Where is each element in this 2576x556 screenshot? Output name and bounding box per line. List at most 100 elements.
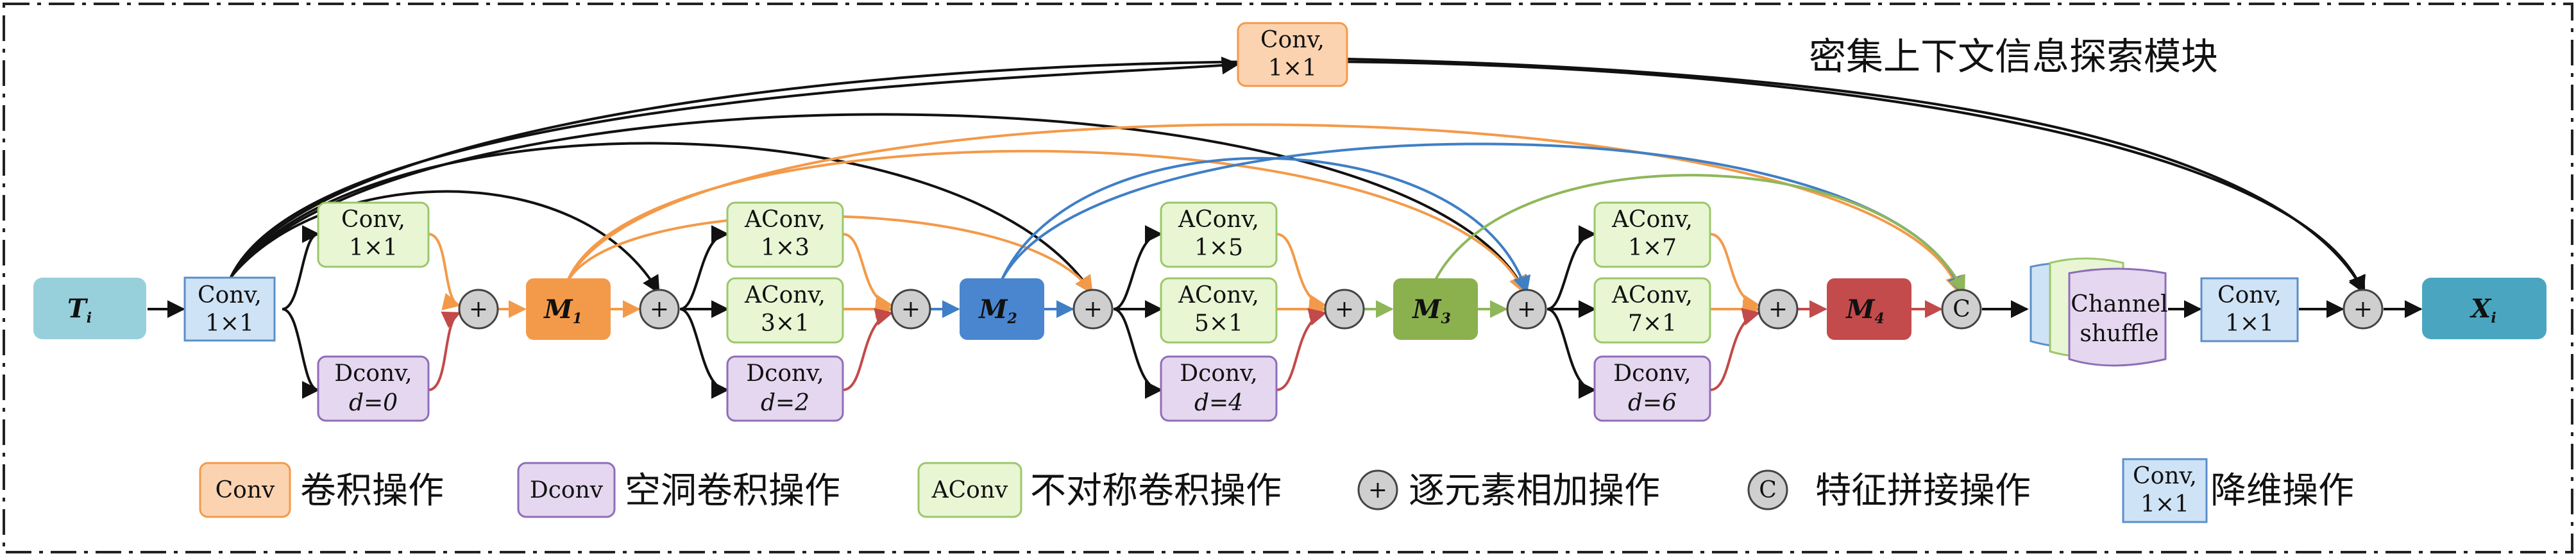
svg-text:Dconv: Dconv xyxy=(530,477,604,503)
legend-aconv-text: 不对称卷积操作 xyxy=(1030,470,1282,512)
m2-to-concat xyxy=(999,142,1965,294)
svg-text:AConv: AConv xyxy=(931,477,1008,503)
dconv-b3-line2: d=4 xyxy=(1194,390,1243,416)
m1-sub: 1 xyxy=(572,310,582,327)
svg-text:M4: M4 xyxy=(1845,294,1885,327)
output-node: Xi xyxy=(2422,278,2546,339)
aconv-b3b-line1: AConv, xyxy=(1178,282,1259,308)
m4-sub: 4 xyxy=(1874,310,1884,327)
plus-nodes: + + + + + + + + xyxy=(458,289,2384,330)
svg-text:Conv,: Conv, xyxy=(2133,463,2197,489)
plus-node-1: + xyxy=(458,289,499,330)
input-node: Ti xyxy=(33,278,146,339)
legend: Conv 卷积操作 Dconv 空洞卷积操作 AConv 不对称卷积操作 + 逐… xyxy=(199,458,2354,523)
module-border xyxy=(3,3,2573,553)
conv-in-box: Conv, 1×1 xyxy=(183,276,276,342)
legend-plus: + 逐元素相加操作 xyxy=(1357,469,1660,512)
legend-conv: Conv 卷积操作 xyxy=(199,462,444,518)
m3-sub: 3 xyxy=(1441,310,1450,327)
legend-plus-text: 逐元素相加操作 xyxy=(1409,470,1660,512)
aconv-b3a-line1: AConv, xyxy=(1178,206,1259,233)
legend-conv-text: 卷积操作 xyxy=(300,470,444,512)
svg-text:+: + xyxy=(1768,296,1788,323)
aconv-b3a-line2: 1×5 xyxy=(1194,235,1243,261)
aconv-b2a-box: AConv, 1×3 xyxy=(726,201,844,268)
dconv-b3-box: Dconv, d=4 xyxy=(1160,355,1278,422)
legend-concat-text: 特征拼接操作 xyxy=(1815,470,2031,512)
svg-text:+: + xyxy=(1083,296,1103,323)
legend-aconv: AConv 不对称卷积操作 xyxy=(917,462,1282,518)
legend-dconv: Dconv 空洞卷积操作 xyxy=(517,462,840,518)
dconv-b2-line1: Dconv, xyxy=(746,360,824,387)
conv-in-line2: 1×1 xyxy=(205,310,254,337)
output-label: X xyxy=(2469,294,2492,324)
svg-text:C: C xyxy=(1759,477,1777,503)
m2-node: M2 xyxy=(960,278,1044,340)
dconv-b1-line2: d=0 xyxy=(349,390,398,416)
dconv-b2-box: Dconv, d=2 xyxy=(726,355,844,422)
svg-text:+: + xyxy=(469,296,488,323)
top-conv-branch xyxy=(230,56,2366,294)
conv-b1-line2: 1×1 xyxy=(349,235,398,261)
shuffle-line2: shuffle xyxy=(2080,321,2158,347)
concat-label: C xyxy=(1953,296,1970,323)
dconv-b4-box: Dconv, d=6 xyxy=(1593,355,1711,422)
conv-b1-box: Conv, 1×1 xyxy=(317,201,430,268)
conv-out-box: Conv, 1×1 xyxy=(2200,277,2299,342)
conv-out-line2: 1×1 xyxy=(2225,310,2274,337)
svg-text:1×1: 1×1 xyxy=(2140,491,2189,518)
dconv-b4-line1: Dconv, xyxy=(1613,360,1691,387)
aconv-b4a-line2: 1×7 xyxy=(1628,235,1677,261)
conv-top-line1: Conv, xyxy=(1260,27,1325,53)
m1-to-concat xyxy=(566,123,1963,294)
m3-node: M3 xyxy=(1393,278,1478,340)
aconv-b4a-box: AConv, 1×7 xyxy=(1593,201,1711,268)
aconv-b3b-line2: 5×1 xyxy=(1194,310,1243,337)
svg-text:+: + xyxy=(1335,296,1354,323)
dconv-b4-line2: d=6 xyxy=(1628,390,1677,416)
output-sub: i xyxy=(2491,310,2496,326)
legend-dconv-text: 空洞卷积操作 xyxy=(625,470,840,512)
conv-b1-line1: Conv, xyxy=(341,206,405,233)
m3-to-concat xyxy=(1433,174,1965,294)
concat-node: C xyxy=(1941,289,1982,330)
svg-text:+: + xyxy=(650,296,669,323)
svg-text:M1: M1 xyxy=(543,294,582,327)
plus-node-7: + xyxy=(1758,289,1799,330)
aconv-b3b-box: AConv, 5×1 xyxy=(1160,277,1278,344)
branch-arrows xyxy=(282,225,1761,399)
skip-to-plus4 xyxy=(230,113,1527,294)
skip-to-plus2 xyxy=(230,190,660,294)
m1-label: M xyxy=(543,294,573,324)
dconv-b3-line1: Dconv, xyxy=(1180,360,1257,387)
channel-shuffle-node: Channel shuffle xyxy=(2029,257,2168,367)
plus-node-3: + xyxy=(890,289,931,330)
aconv-b2a-line2: 1×3 xyxy=(761,235,809,261)
svg-text:+: + xyxy=(2353,296,2373,323)
svg-text:M2: M2 xyxy=(978,294,1017,327)
m4-node: M4 xyxy=(1827,278,1911,340)
module-title: 密集上下文信息探索模块 xyxy=(1809,35,2218,78)
dconv-b1-line1: Dconv, xyxy=(334,360,412,387)
m1-node: M1 xyxy=(526,278,611,340)
dconv-b2-line2: d=2 xyxy=(761,390,809,416)
svg-text:+: + xyxy=(1368,477,1387,503)
input-sub: i xyxy=(87,310,92,326)
skip-connections xyxy=(230,60,2366,294)
input-label: T xyxy=(67,294,89,324)
svg-text:Xi: Xi xyxy=(2469,294,2496,326)
legend-reduce-text: 降维操作 xyxy=(2210,470,2354,512)
m1-to-plus4 xyxy=(566,149,1526,294)
legend-concat: C 特征拼接操作 xyxy=(1747,469,2031,512)
m4-label: M xyxy=(1845,294,1876,324)
m3-label: M xyxy=(1411,294,1442,324)
conv-top-line2: 1×1 xyxy=(1268,55,1317,81)
plus-node-6: + xyxy=(1506,289,1547,330)
aconv-b2b-line1: AConv, xyxy=(744,282,826,308)
skip-to-plus-out xyxy=(230,60,2366,294)
aconv-b4b-line2: 7×1 xyxy=(1628,310,1677,337)
aconv-b2a-line1: AConv, xyxy=(744,206,826,233)
aconv-b2b-box: AConv, 3×1 xyxy=(726,277,844,344)
m2-sub: 2 xyxy=(1006,310,1017,327)
